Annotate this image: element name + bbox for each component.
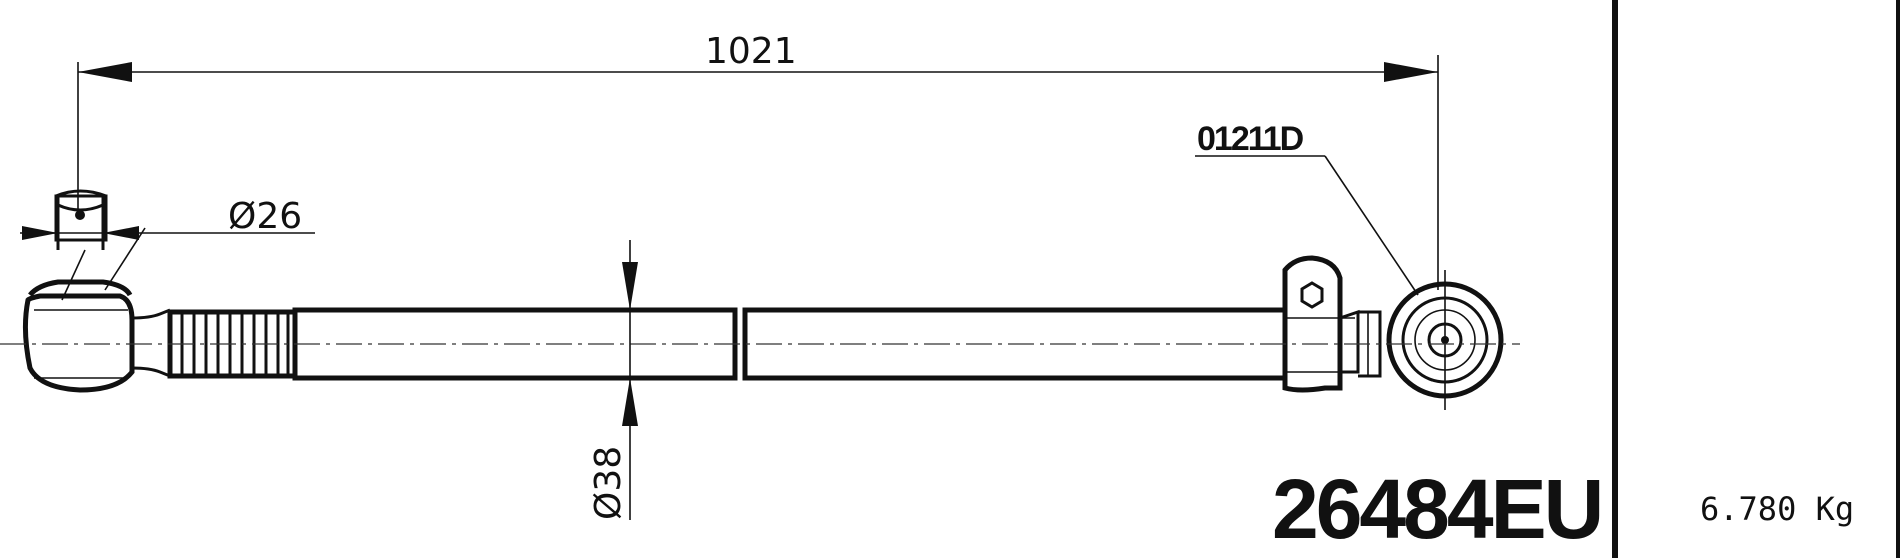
ball-pin-diameter-label: Ø26 bbox=[228, 196, 302, 237]
part-number-label: 26484EU bbox=[1272, 462, 1601, 556]
joint-reference-callout: 01211D bbox=[1195, 120, 1419, 296]
clamp bbox=[1282, 255, 1360, 393]
left-tie-rod-end bbox=[20, 189, 315, 393]
right-ball-joint bbox=[1358, 270, 1504, 410]
overall-length-dimension: 1021 bbox=[77, 31, 1439, 290]
weight-label: 6.780 Kg bbox=[1700, 490, 1854, 528]
tube-diameter-dimension: Ø38 bbox=[588, 240, 638, 520]
title-block-borders bbox=[1612, 0, 1900, 558]
overall-length-label: 1021 bbox=[705, 31, 797, 72]
joint-reference-label: 01211D bbox=[1197, 120, 1304, 158]
tube-diameter-label: Ø38 bbox=[588, 446, 629, 520]
